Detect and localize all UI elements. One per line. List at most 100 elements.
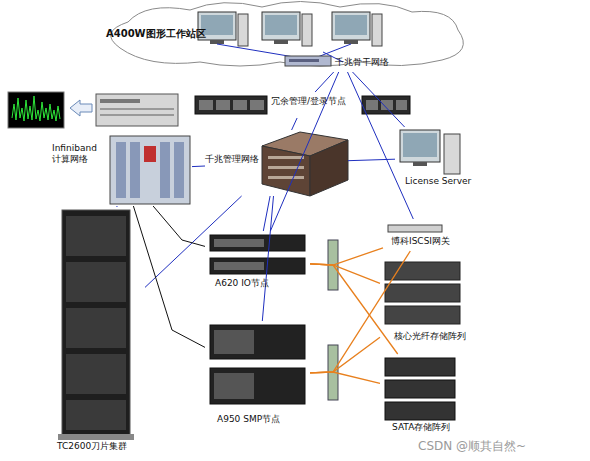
network-link (310, 372, 380, 383)
login-server-part (233, 100, 247, 110)
management-switch-part (262, 146, 310, 196)
device-node: License Server (395, 127, 473, 189)
monitor-display-part (100, 108, 174, 110)
blade-rack-part (66, 216, 126, 256)
monitor-display-part (12, 96, 60, 121)
infiniband-chassis (110, 136, 190, 204)
workstation-part (335, 15, 367, 35)
network-link (116, 206, 117, 207)
device-node: SATA存储阵列 (380, 354, 475, 436)
network-link (133, 206, 205, 347)
monitor-display-part (100, 99, 140, 103)
device-node: A950 SMP节点 (205, 321, 310, 429)
network-link (310, 248, 383, 265)
device-node: 千兆管理网络 (205, 130, 348, 196)
network-link (310, 337, 380, 373)
io-server-part (210, 235, 305, 251)
login-server-part (396, 100, 407, 110)
io-server-part (214, 239, 264, 247)
io-server (210, 235, 305, 274)
network-link (310, 251, 410, 373)
login-server-part (362, 96, 410, 114)
node-label: 核心光纤存储阵列 (394, 331, 475, 342)
smp-server (210, 325, 305, 404)
management-switch-part (310, 140, 348, 196)
workstation-part (274, 40, 288, 44)
backbone-switch-part (289, 59, 319, 62)
sata-array-part (385, 402, 455, 420)
node-label: A400W图形工作站区 (106, 28, 236, 40)
login-server-part (195, 96, 267, 114)
blade-rack-part (66, 308, 126, 348)
workstation-part (265, 15, 297, 35)
workstation (332, 12, 382, 46)
workstation-part (302, 14, 312, 46)
node-label: 冗余管理/登录节点 (271, 96, 361, 107)
blade-rack-part (66, 262, 126, 302)
management-switch-part (268, 156, 304, 159)
node-label: A950 SMP节点 (217, 414, 310, 425)
login-server-part (199, 100, 213, 110)
infiniband-chassis-part (110, 136, 190, 204)
blade-rack-part (58, 434, 134, 440)
fibre-array-part (385, 262, 460, 280)
monitor-display-part (100, 114, 174, 116)
workstation-part (332, 12, 370, 40)
license-server (400, 130, 460, 174)
license-server-part (400, 130, 440, 162)
infiniband-chassis-part (144, 146, 156, 162)
network-link (145, 196, 242, 287)
network-link (348, 72, 414, 219)
management-switch-part (268, 176, 304, 179)
iscsi-gateway (388, 225, 442, 232)
device-node: A620 IO节点 (205, 231, 310, 291)
management-switch (262, 132, 348, 196)
monitor-display (8, 92, 178, 128)
workstation-part (210, 40, 224, 44)
io-server-part (214, 262, 264, 270)
backbone-switch-part (285, 56, 331, 66)
blade-rack-part (66, 400, 126, 430)
node-label: Infiniband 计算网络 (52, 143, 108, 165)
license-server-part (444, 134, 460, 174)
sata-array (385, 358, 455, 420)
network-link (263, 196, 270, 231)
login-server-part (366, 100, 378, 110)
network-link (348, 159, 395, 161)
fibre-array-part (385, 284, 460, 302)
login-server-part (250, 100, 264, 110)
workstation (262, 12, 312, 46)
network-link (292, 118, 298, 130)
fibre-array-part (385, 306, 460, 324)
blade-rack (58, 210, 134, 440)
device-node: Infiniband 计算网络 (52, 133, 192, 206)
smp-server-part (210, 368, 305, 404)
io-server-part (210, 258, 305, 274)
backbone-switch (285, 56, 331, 66)
smp-server-part (210, 325, 305, 359)
blade-rack-part (62, 210, 130, 436)
workstation-part (344, 40, 358, 44)
infiniband-chassis-part (116, 142, 126, 198)
network-link (270, 72, 338, 231)
smp-server-part (214, 373, 254, 399)
monitor-display-part (96, 94, 178, 126)
sata-array-part (385, 380, 455, 398)
workstation-part (201, 15, 233, 35)
monitor-display-part (8, 92, 64, 128)
infiniband-chassis-part (174, 142, 184, 198)
device-node: 冗余管理/登录节点 (193, 92, 413, 118)
fibre-array (385, 262, 460, 324)
workstation-part (372, 14, 382, 46)
node-label: License Server (405, 176, 475, 187)
license-server-part (403, 133, 437, 157)
watermark: CSDN @顺其自然~ (418, 438, 526, 455)
node-label: 千兆管理网络 (205, 154, 265, 165)
node-label: SATA存储阵列 (392, 422, 475, 433)
infiniband-chassis-part (160, 142, 170, 198)
network-link (153, 206, 205, 246)
workstation-part (238, 14, 248, 46)
device-node: 博科ISCSI网关 (383, 219, 458, 251)
